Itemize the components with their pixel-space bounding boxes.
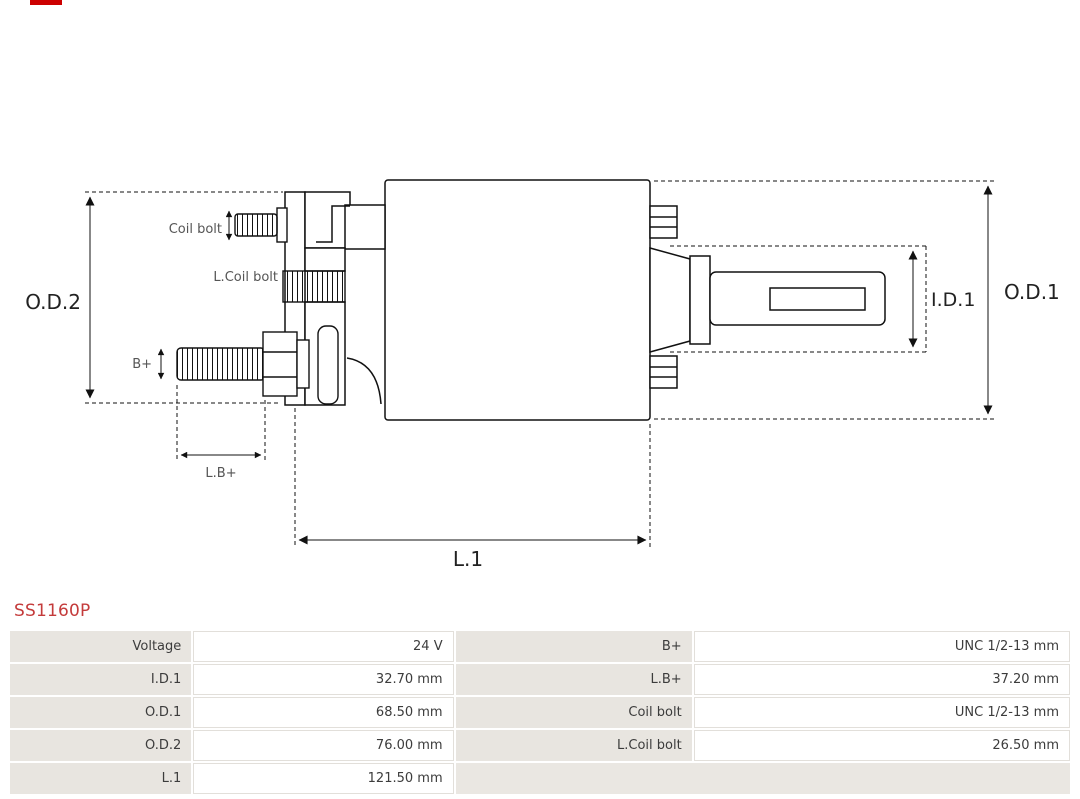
- spec-value-cell: 24 V: [193, 631, 454, 662]
- spec-value-cell: 121.50 mm: [193, 763, 454, 794]
- spec-label-cell: Coil bolt: [455, 697, 692, 728]
- dim-od2: [85, 191, 283, 404]
- label-od1: O.D.1: [1004, 280, 1060, 304]
- spec-label-cell: B+: [455, 631, 692, 662]
- dimensions: [85, 180, 996, 547]
- coil-thread-block: [282, 270, 346, 303]
- spec-value-cell: 37.20 mm: [693, 664, 1070, 695]
- label-coil-bolt: Coil bolt: [169, 222, 222, 237]
- solenoid-diagram: O.D.2 O.D.1 I.D.1 L.1 Coil bolt L.Coil b…: [25, 179, 1060, 571]
- logo-fragment: [30, 0, 62, 5]
- spec-value-cell: UNC 1/2-13 mm: [693, 631, 1070, 662]
- spec-label-cell: O.D.1: [10, 697, 192, 728]
- spec-empty-cell: [455, 763, 1070, 794]
- spec-value-cell: 68.50 mm: [193, 697, 454, 728]
- table-row: Voltage 24 V B+ UNC 1/2-13 mm: [10, 631, 1070, 662]
- spec-table: Voltage 24 V B+ UNC 1/2-13 mm I.D.1 32.7…: [8, 629, 1072, 796]
- b-plus-terminal: [176, 325, 339, 405]
- dim-lb-plus: [176, 385, 266, 462]
- spec-value-cell: 76.00 mm: [193, 730, 454, 761]
- table-row: O.D.2 76.00 mm L.Coil bolt 26.50 mm: [10, 730, 1070, 761]
- spec-label-cell: O.D.2: [10, 730, 192, 761]
- coil-bolt-stud: [234, 207, 288, 243]
- b-plus-stud: [176, 347, 266, 381]
- dim-od1: [654, 180, 996, 420]
- label-l1: L.1: [453, 547, 483, 571]
- table-row: O.D.1 68.50 mm Coil bolt UNC 1/2-13 mm: [10, 697, 1070, 728]
- label-od2: O.D.2: [25, 290, 81, 314]
- diagram-labels: O.D.2 O.D.1 I.D.1 L.1 Coil bolt L.Coil b…: [25, 222, 1060, 571]
- spec-value-cell: 26.50 mm: [693, 730, 1070, 761]
- solenoid-body: [384, 179, 678, 421]
- label-l-coil-bolt: L.Coil bolt: [213, 270, 278, 285]
- dim-id1: [670, 245, 927, 353]
- spec-value-cell: UNC 1/2-13 mm: [693, 697, 1070, 728]
- b-plus-nut: [262, 331, 298, 397]
- shaft-slot: [769, 287, 866, 311]
- table-row: L.1 121.50 mm: [10, 763, 1070, 794]
- part-number: SS1160P: [14, 601, 91, 621]
- spec-label-cell: L.Coil bolt: [455, 730, 692, 761]
- dim-l1: [294, 408, 651, 547]
- spec-label-cell: L.B+: [455, 664, 692, 695]
- label-id1: I.D.1: [931, 289, 975, 311]
- label-lb-plus: L.B+: [205, 466, 236, 481]
- plunger: [649, 247, 886, 353]
- spec-label-cell: L.1: [10, 763, 192, 794]
- label-b-plus: B+: [132, 357, 152, 372]
- spec-label-cell: I.D.1: [10, 664, 192, 695]
- table-row: I.D.1 32.70 mm L.B+ 37.20 mm: [10, 664, 1070, 695]
- spec-label-cell: Voltage: [10, 631, 192, 662]
- spec-value-cell: 32.70 mm: [193, 664, 454, 695]
